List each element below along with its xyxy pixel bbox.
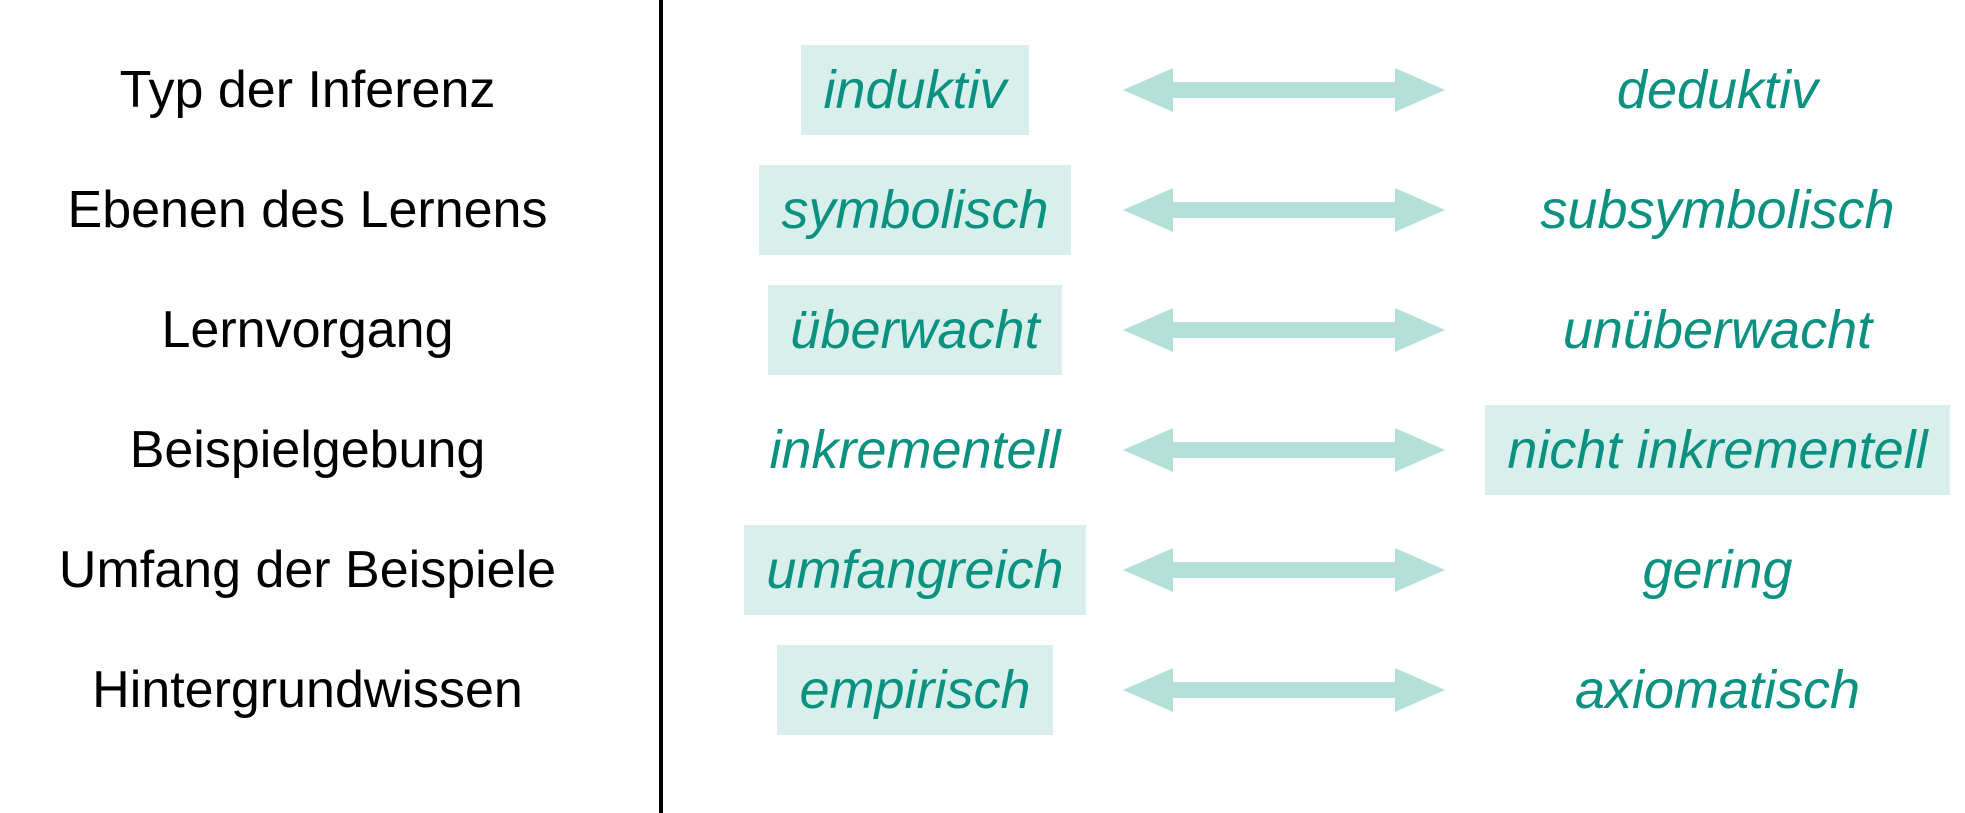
left-term-cell: empirisch [700, 645, 1130, 735]
left-term-cell: symbolisch [700, 165, 1130, 255]
dimension-row: Lernvorgang überwacht unüberwacht [0, 270, 1965, 390]
left-term-cell: induktiv [700, 45, 1130, 135]
right-term-cell: gering [1430, 525, 1965, 615]
left-term-highlighted: empirisch [777, 645, 1053, 735]
dimension-row: Beispielgebung inkrementell nicht inkremen… [0, 390, 1965, 510]
dimension-label: Umfang der Beispiele [58, 541, 557, 599]
dimension-row: Umfang der Beispiele umfangreich gering [0, 510, 1965, 630]
double-arrow-icon [1123, 428, 1445, 472]
left-term-cell: umfangreich [700, 525, 1130, 615]
dimension-label: Beispielgebung [129, 421, 486, 479]
right-term-cell: unüberwacht [1430, 285, 1965, 375]
dimension-label: Typ der Inferenz [119, 61, 496, 119]
double-arrow-shape [1123, 668, 1445, 712]
dimension-label: Ebenen des Lernens [67, 181, 548, 239]
dimension-label: Hintergrundwissen [92, 661, 523, 719]
left-term: inkrementell [769, 420, 1061, 480]
double-arrow-icon [1123, 188, 1445, 232]
double-arrow-icon [1123, 68, 1445, 112]
double-arrow-icon [1123, 308, 1445, 352]
right-term-cell: deduktiv [1430, 45, 1965, 135]
right-term-highlighted: nicht inkrementell [1485, 405, 1950, 495]
right-term-cell: subsymbolisch [1430, 165, 1965, 255]
left-term-cell: überwacht [700, 285, 1130, 375]
dimension-row: Ebenen des Lernens symbolisch subsymbolisc… [0, 150, 1965, 270]
right-term: gering [1642, 540, 1793, 600]
right-term: axiomatisch [1574, 660, 1861, 720]
double-arrow-shape [1123, 188, 1445, 232]
double-arrow-shape [1123, 428, 1445, 472]
right-term-cell: axiomatisch [1430, 645, 1965, 735]
left-term-highlighted: induktiv [801, 45, 1029, 135]
right-term-cell: nicht inkrementell [1430, 405, 1965, 495]
left-term-highlighted: überwacht [768, 285, 1062, 375]
left-term-cell: inkrementell [700, 405, 1130, 495]
right-term: unüberwacht [1562, 300, 1873, 360]
double-arrow-shape [1123, 68, 1445, 112]
left-term-highlighted: umfangreich [744, 525, 1086, 615]
right-term: deduktiv [1616, 60, 1819, 120]
right-term: subsymbolisch [1540, 180, 1895, 240]
double-arrow-icon [1123, 548, 1445, 592]
double-arrow-shape [1123, 308, 1445, 352]
dimension-label: Lernvorgang [161, 301, 454, 359]
dimension-row: Hintergrundwissen empirisch axiomatisch [0, 630, 1965, 750]
vertical-divider [659, 0, 663, 813]
double-arrow-icon [1123, 668, 1445, 712]
double-arrow-shape [1123, 548, 1445, 592]
dimension-row: Typ der Inferenz induktiv deduktiv [0, 30, 1965, 150]
left-term-highlighted: symbolisch [759, 165, 1071, 255]
